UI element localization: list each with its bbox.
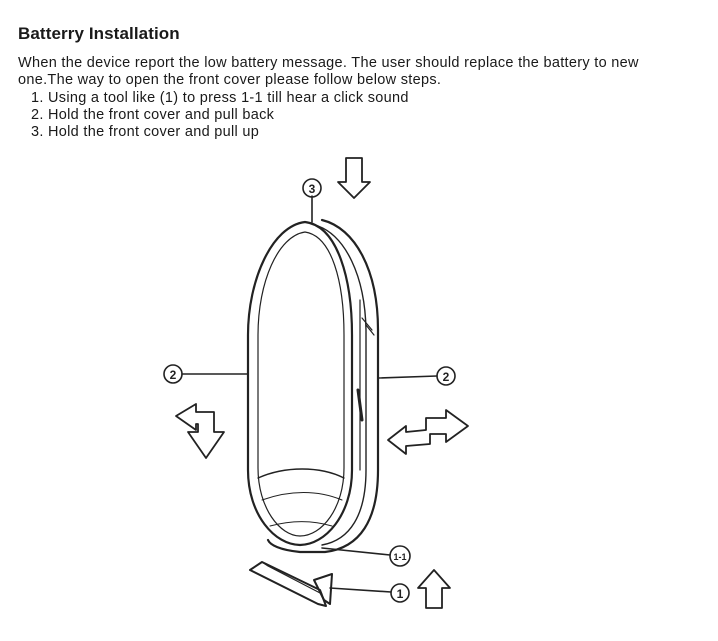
callout-2-left: 2 — [163, 364, 249, 384]
callout-1: 1 — [329, 583, 410, 603]
callout-2-right: 2 — [377, 366, 456, 386]
page-title: Batterry Installation — [18, 24, 180, 43]
step-item-2: 2. Hold the front cover and pull back — [31, 107, 275, 123]
callout-3: 3 — [302, 178, 322, 223]
arrow-down-icon — [337, 157, 371, 199]
tool-wedge — [249, 561, 333, 607]
bent-arrow-left-icon — [175, 403, 225, 459]
callout-1-1: 1-1 — [321, 545, 411, 567]
callout-1-label: 1 — [397, 587, 404, 601]
step-item-1: 1. Using a tool like (1) to press 1-1 ti… — [31, 90, 409, 106]
device-housing — [266, 218, 380, 554]
callout-3-label: 3 — [309, 182, 316, 196]
intro-paragraph: When the device report the low battery m… — [18, 55, 639, 88]
arrow-up-icon — [417, 569, 451, 609]
bent-arrow-right-icon — [387, 409, 469, 455]
steps-list: 1. Using a tool like (1) to press 1-1 ti… — [31, 90, 409, 141]
callout-2-left-label: 2 — [170, 368, 177, 382]
callout-1-1-label: 1-1 — [393, 552, 406, 562]
step-item-3: 3. Hold the front cover and pull up — [31, 124, 260, 140]
callout-2-right-label: 2 — [443, 370, 450, 384]
front-cover — [246, 220, 354, 547]
